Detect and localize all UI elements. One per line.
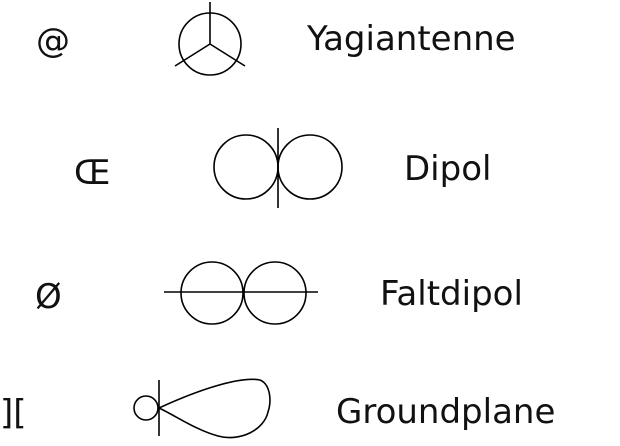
symbol-name: Faltdipol xyxy=(380,274,523,314)
dipole-antenna-icon xyxy=(213,128,343,208)
symbol-code: ][ xyxy=(0,393,27,433)
symbol-name: Yagiantenne xyxy=(307,19,516,59)
symbol-name: Groundplane xyxy=(336,392,556,432)
symbol-name: Dipol xyxy=(404,149,492,189)
groundplane-antenna-icon xyxy=(133,378,271,439)
folded-dipole-antenna-icon xyxy=(164,261,318,325)
symbol-code: Ø xyxy=(35,277,62,317)
yagi-antenna-icon xyxy=(174,2,246,76)
symbol-code: @ xyxy=(36,21,70,61)
symbol-code: Œ xyxy=(74,153,111,193)
